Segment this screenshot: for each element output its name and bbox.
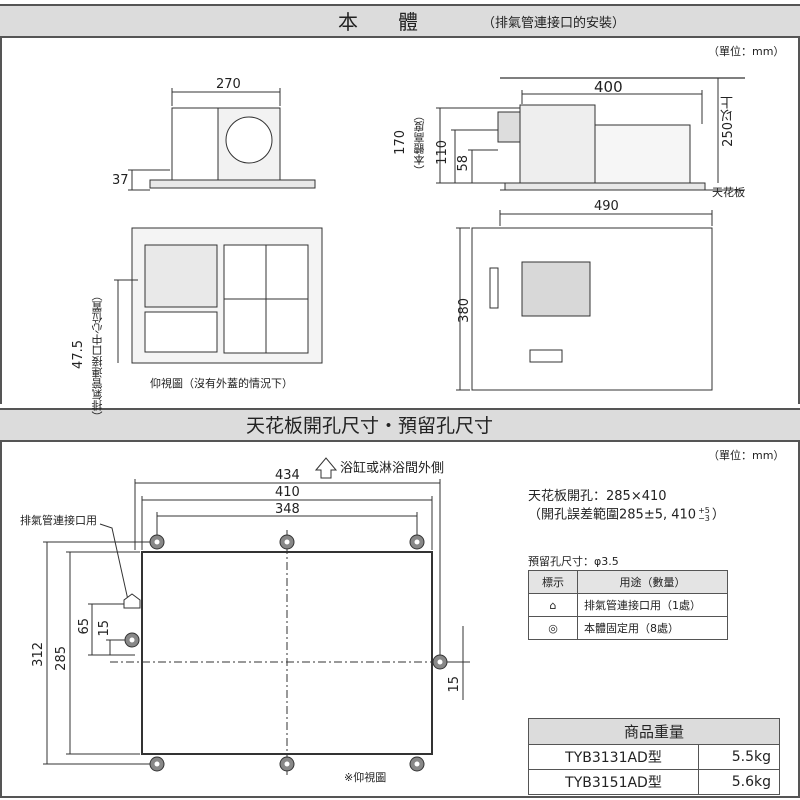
exhaust-label: 排氣管連接口用 bbox=[20, 514, 97, 527]
ceiling-label: 天花板 bbox=[712, 186, 745, 199]
dim-15-right: 15 bbox=[447, 676, 462, 693]
weight-value-1: 5.5kg bbox=[698, 744, 780, 770]
dim-47-5-note: （排氣管連接口中心位置） bbox=[91, 290, 104, 422]
dim-58: 58 bbox=[456, 155, 471, 172]
weight-model-2: TYB3151AD型 bbox=[528, 769, 699, 795]
section-title-opening: 天花板開孔尺寸・預留孔尺寸 bbox=[246, 415, 494, 437]
weight-title: 商品重量 bbox=[528, 718, 780, 745]
legend-row-mount: 本體固定用（8處） bbox=[577, 616, 728, 640]
dim-47-5: 47.5 bbox=[71, 340, 86, 369]
dim-250: 250以上 bbox=[721, 96, 736, 147]
legend-col-usage: 用途（數量） bbox=[577, 570, 728, 594]
unit-label-bottom: （單位：mm） bbox=[708, 449, 785, 462]
weight-model-1: TYB3131AD型 bbox=[528, 744, 699, 770]
dim-380: 380 bbox=[457, 298, 472, 323]
exhaust-mark-legend-icon: ⌂ bbox=[549, 598, 557, 612]
dim-65: 65 bbox=[77, 618, 92, 635]
legend-col-mark: 標示 bbox=[528, 570, 578, 594]
dim-270: 270 bbox=[216, 77, 241, 92]
dim-312: 312 bbox=[31, 642, 46, 667]
dim-170: 170 bbox=[393, 130, 408, 155]
mounting-holes bbox=[124, 534, 448, 772]
bottom-view-caption: 仰視圖（沒有外蓋的情況下） bbox=[150, 377, 293, 390]
legend-table: 標示 用途（數量） ⌂ 排氣管連接口用（1處） ◎ 本體固定用（8處） bbox=[528, 570, 728, 640]
opening-close: ） bbox=[711, 507, 725, 523]
dim-37: 37 bbox=[112, 173, 129, 188]
section-header-unit: 本 體 （排氣管連接口的安裝） bbox=[0, 4, 800, 38]
section-title-unit: 本 體 bbox=[338, 10, 418, 34]
section-header-opening: 天花板開孔尺寸・預留孔尺寸 bbox=[0, 408, 800, 442]
exhaust-mark-icon bbox=[123, 593, 141, 609]
unit-drawing-panel bbox=[0, 38, 800, 404]
dim-15-left: 15 bbox=[97, 620, 112, 637]
opening-size-line2: （開孔誤差範圍285±5, 410+5−3） bbox=[528, 507, 725, 523]
tolerance-plus: +5 bbox=[698, 506, 710, 515]
dim-110: 110 bbox=[435, 140, 450, 165]
weight-value-2: 5.6kg bbox=[698, 769, 780, 795]
dim-410: 410 bbox=[275, 485, 300, 500]
opening-drawing-panel bbox=[0, 442, 800, 798]
mounting-hole-legend-icon: ◎ bbox=[548, 621, 558, 635]
weight-table: 商品重量 TYB3131AD型 5.5kg TYB3151AD型 5.6kg bbox=[528, 718, 780, 795]
unit-label-top: （單位：mm） bbox=[708, 45, 785, 58]
reserve-hole-size: 預留孔尺寸：φ3.5 bbox=[528, 555, 619, 568]
opening-tolerance-text: （開孔誤差範圍285±5, 410 bbox=[528, 507, 697, 523]
dim-285: 285 bbox=[54, 646, 69, 671]
bottom-caption: ※仰視圖 bbox=[344, 771, 387, 784]
dim-434: 434 bbox=[275, 468, 300, 483]
section-subtitle-unit: （排氣管連接口的安裝） bbox=[482, 16, 626, 31]
bath-side-label: 浴缸或淋浴間外側 bbox=[340, 461, 445, 476]
unit-plan-view bbox=[471, 227, 713, 391]
tolerance-minus: −3 bbox=[698, 514, 710, 523]
legend-row-exhaust: 排氣管連接口用（1處） bbox=[577, 593, 728, 617]
dim-400: 400 bbox=[594, 78, 623, 96]
dim-348: 348 bbox=[275, 502, 300, 517]
dim-170-note: （本體高度） bbox=[413, 110, 426, 176]
opening-size-line1: 天花板開孔：285×410 bbox=[528, 489, 667, 504]
dim-490: 490 bbox=[594, 199, 619, 214]
